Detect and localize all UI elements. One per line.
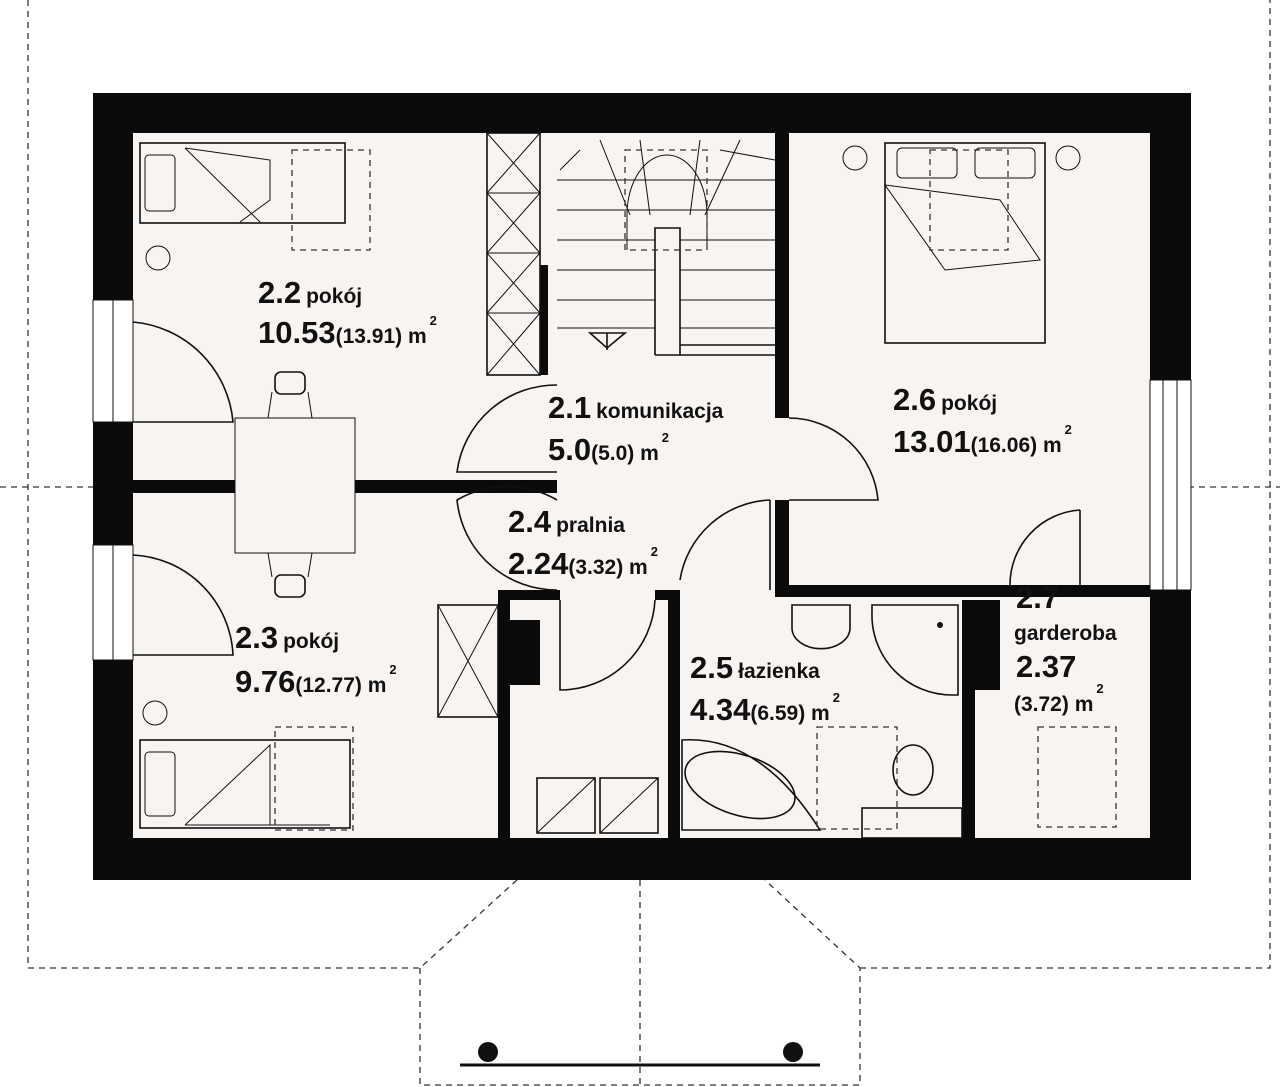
bed-2-2 [139,142,371,271]
room-area: 13.01 [893,424,971,459]
svg-text:10.53(13.91) m2: 10.53(13.91) m2 [258,313,437,350]
room-number: 2.5 [690,650,733,685]
unit-superscript: 2 [662,430,669,445]
room-number: 2.4 [508,504,552,539]
staircase [557,139,776,356]
svg-text:2.24(3.32) m2: 2.24(3.32) m 2 [508,544,658,581]
svg-text:9.76(12.77) m2: 9.76(12.77) m2 [235,662,397,699]
room-name: pokój [283,630,339,653]
room-gross-area: (12.77) m [295,674,386,697]
room-number: 2.6 [893,382,936,417]
room-area: 2.37 [1016,649,1076,684]
windows [92,299,1192,661]
room-area: 5.0 [548,432,591,467]
bed-2-6 [842,142,1081,344]
room-gross-area: (6.59) m [750,702,829,725]
room-name: komunikacja [596,400,724,423]
room-number: 2.1 [548,390,591,425]
room-number: 2.3 [235,620,278,655]
bathroom-fixtures [681,604,963,839]
svg-text:5.0(5.0) m2: 5.0(5.0) m2 [548,430,669,467]
room-gross-area: (3.72) m [1014,693,1093,716]
svg-text:(3.72) m2: (3.72) m2 [1014,681,1104,716]
room-number: 2.2 [258,275,301,310]
washing-machines [536,777,659,834]
room-area: 4.34 [690,692,751,727]
room-gross-area: (13.91) m [336,325,427,348]
room-area: 9.76 [235,664,295,699]
room-name: garderoba [1014,622,1117,645]
room-name: pralnia [556,514,625,537]
svg-text:13.01(16.06) m2: 13.01(16.06) m2 [893,422,1072,459]
room-area: 2.24 [508,546,569,581]
room-name: pokój [306,285,362,308]
room-gross-area: (3.32) m [568,556,647,579]
bed-2-3 [139,700,354,831]
room-gross-area: (5.0) m [591,442,659,465]
wardrobe-2-3 [437,604,499,718]
exterior-walls [93,93,1191,880]
entrance-marker [460,1042,820,1067]
room-name: pokój [941,392,997,415]
unit-superscript: 2 [651,544,658,559]
dining-table [234,371,356,598]
wardrobe [486,132,541,376]
room-area: 10.53 [258,315,336,350]
unit-superscript: 2 [1065,422,1072,437]
room-gross-area: (16.06) m [971,434,1062,457]
unit-superscript: 2 [1096,681,1103,696]
room-label-2-7: 2.7 garderoba 2.37 (3.72) m2 [1014,580,1117,716]
unit-superscript: 2 [389,662,396,677]
doors [132,321,1081,691]
svg-text:4.34(6.59) m2: 4.34(6.59) m 2 [690,690,840,727]
room-name: łazienka [738,660,820,683]
garderoba-rack [1037,726,1117,828]
unit-superscript: 2 [833,690,840,705]
unit-superscript: 2 [430,313,437,328]
room-number: 2.7 [1016,580,1059,615]
